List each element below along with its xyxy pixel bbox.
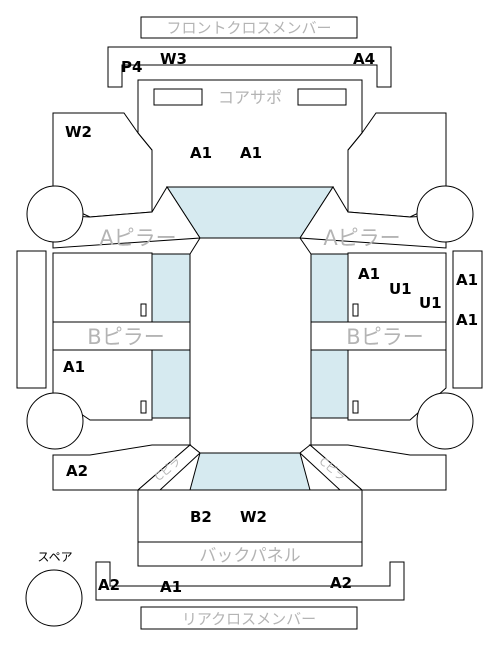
core-support-right-slot [297,88,347,106]
damage-code-rear-member-a2-right: A2 [330,574,352,592]
left-side-sill [16,250,47,389]
damage-code-rear-member-a2-left: A2 [98,576,120,594]
right-front-wheel [416,185,474,243]
spare-tire [25,569,83,627]
left-c-pillar-band [136,444,201,491]
right-front-window [310,253,349,323]
cabin-roof [189,237,312,454]
damage-code-left-fender-w2: W2 [65,123,92,141]
right-rear-wheel [416,392,474,450]
rear-cross-member-panel [140,606,358,630]
right-rear-door-handle [352,400,359,414]
core-support-label: コアサポ [218,88,282,107]
left-front-wheel [26,185,84,243]
front-cross-member-panel [140,16,358,39]
damage-code-right-door-u1-first: U1 [389,280,412,298]
rear-window-glass [189,452,311,491]
damage-code-right-door-a1: A1 [358,265,380,283]
core-support-left-slot [153,88,203,106]
damage-code-left-rear-door-a1: A1 [63,358,85,376]
right-side-sill [452,250,483,389]
left-a-pillar-band [52,186,201,249]
damage-code-a4: A4 [353,50,375,68]
left-front-door-handle [140,303,147,317]
damage-code-right-door-u1-second: U1 [419,294,442,312]
a-pillar-left-label: Aピラー [99,226,176,250]
damage-code-trunk-w2: W2 [240,508,267,526]
right-c-pillar-band [299,444,364,491]
right-b-pillar-band [310,321,447,351]
damage-code-left-quarter-a2: A2 [66,462,88,480]
a-pillar-right-label: Aピラー [323,226,400,250]
damage-code-right-sill-a1-first: A1 [456,271,478,289]
left-rear-window [151,349,191,419]
right-a-pillar-band [299,186,447,249]
rear-bumper-outline [95,561,405,601]
left-front-window [151,253,191,323]
damage-code-hood-a1-first: A1 [190,144,212,162]
spare-label: スペア [37,550,72,564]
left-front-door [52,252,153,323]
damage-code-rear-member-a1: A1 [160,578,182,596]
back-panel [137,541,363,567]
damage-code-p4: P4 [121,58,142,76]
right-rear-window [310,349,349,419]
b-pillar-right-label: Bピラー [346,325,423,349]
damage-code-w3: W3 [160,50,187,68]
front-bumper-outline [107,46,392,88]
damage-code-hood-a1-second: A1 [240,144,262,162]
back-panel-label: バックパネル [199,546,300,566]
b-pillar-left-label: Bピラー [87,325,164,349]
front-cross-member-label: フロントクロスメンバー [166,19,331,37]
rear-cross-member-label: リアクロスメンバー [182,610,316,628]
left-rear-wheel [26,392,84,450]
damage-code-right-sill-a1-second: A1 [456,311,478,329]
left-b-pillar-band [52,321,191,351]
right-front-door-handle [352,303,359,317]
damage-code-trunk-b2: B2 [190,508,212,526]
left-rear-door-handle [140,400,147,414]
